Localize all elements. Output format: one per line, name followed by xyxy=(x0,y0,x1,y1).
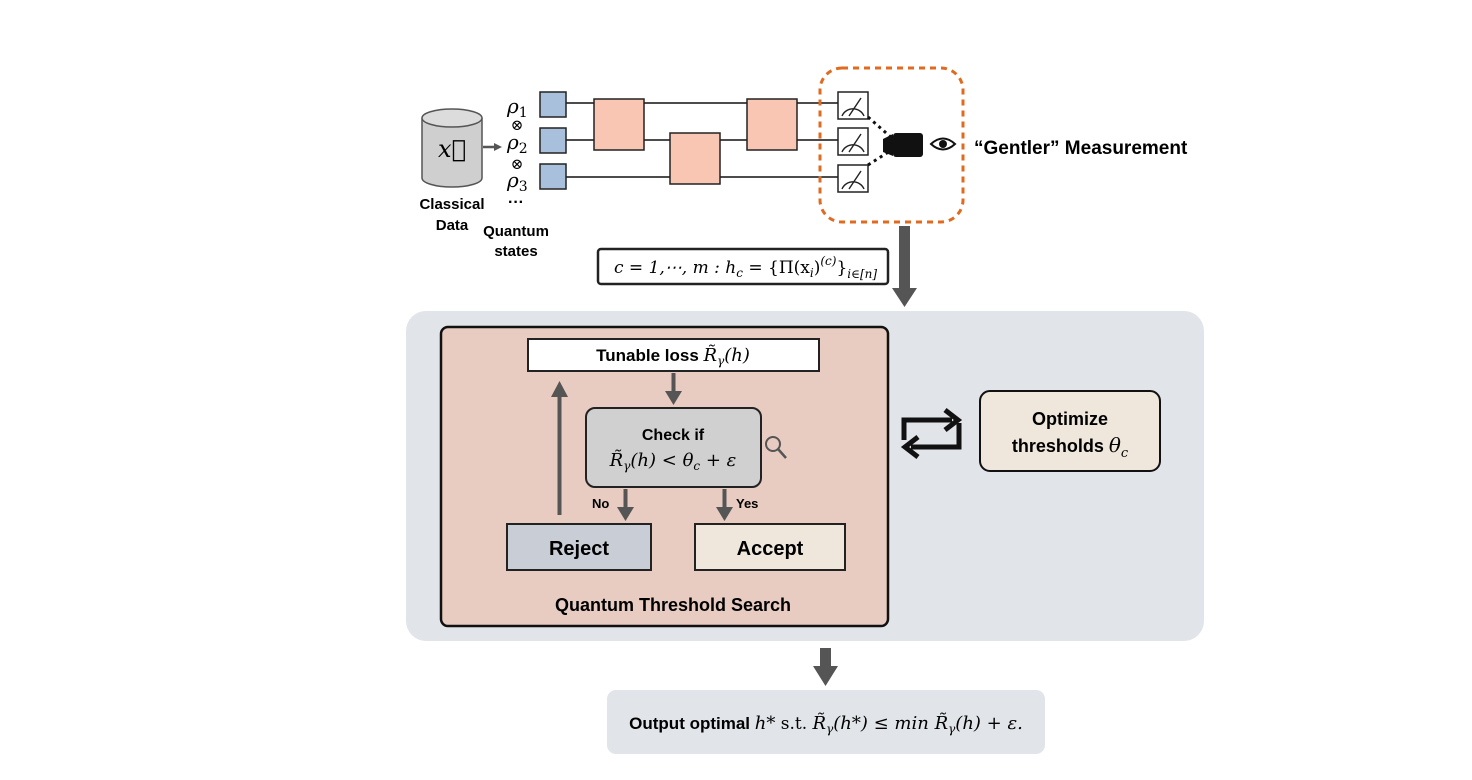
tensor-symbol-2: ⊗ xyxy=(511,155,524,173)
loop-arrows-icon xyxy=(900,408,963,459)
quantum-states-label: Quantum xyxy=(483,223,549,240)
accept-label: Accept xyxy=(737,538,804,560)
gentler-measurement-label: “Gentler” Measurement xyxy=(974,138,1188,159)
svg-text:ρ2: ρ2 xyxy=(506,130,528,157)
flow-arrow-to-output xyxy=(813,648,838,686)
svg-text:thresholds θc: thresholds θc xyxy=(1012,433,1129,461)
optimize-label-line2: thresholds θc xyxy=(1012,433,1129,461)
eye-icon xyxy=(929,137,957,151)
rho-3-label: ρ3 xyxy=(506,168,528,195)
gate-3 xyxy=(746,98,798,151)
gate-1 xyxy=(593,98,645,151)
svg-text:c = 1,⋯, m : hc = {Π(xi)(c)}i∈: c = 1,⋯, m : hc = {Π(xi)(c)}i∈[n] xyxy=(614,254,877,281)
gentler-measurement-region xyxy=(818,66,965,224)
optimize-thresholds-box xyxy=(979,390,1161,472)
magnifier-icon xyxy=(765,436,787,459)
svg-text:R̃γ(h) < θc + ε: R̃γ(h) < θc + ε xyxy=(609,449,737,473)
meter-icon-2 xyxy=(837,127,869,156)
tensor-symbol-1: ⊗ xyxy=(511,116,524,134)
arrow-no xyxy=(617,489,634,521)
tunable-loss-label: Tunable loss R̃γ(h) xyxy=(596,344,750,368)
output-statement: Output optimal h* s.t. R̃γ(h*) ≤ min R̃γ… xyxy=(629,712,1023,736)
meter-icon-1 xyxy=(837,91,869,120)
quantum-threshold-search-title: Quantum Threshold Search xyxy=(555,595,791,615)
no-label: No xyxy=(592,496,609,511)
svg-text:ρ3: ρ3 xyxy=(506,168,528,195)
yes-label: Yes xyxy=(736,496,758,511)
tunable-loss-box xyxy=(527,338,820,372)
hypotheses-formula-box xyxy=(596,247,890,286)
rho-2-label: ρ2 xyxy=(506,130,528,157)
quantum-states-label-line2: states xyxy=(494,243,537,260)
rho-1-label: ρ1 xyxy=(506,94,528,121)
observation-dotted-lines xyxy=(867,115,894,167)
optimize-label-line1: Optimize xyxy=(1032,409,1108,429)
output-box xyxy=(607,690,1045,754)
svg-text:Output optimal h* s.t. R̃γ(h*): Output optimal h* s.t. R̃γ(h*) ≤ min R̃γ… xyxy=(629,712,1023,736)
state-box-2 xyxy=(539,127,567,154)
reject-label: Reject xyxy=(549,538,609,560)
arrow-reject-feedback xyxy=(551,381,568,515)
check-if-label: Check if xyxy=(642,427,705,444)
gate-2 xyxy=(669,132,721,185)
accept-box xyxy=(694,523,846,571)
camera-icon xyxy=(883,133,923,157)
check-condition-box xyxy=(585,407,762,488)
hypotheses-formula: c = 1,⋯, m : hc = {Π(xi)(c)}i∈[n] xyxy=(614,254,877,281)
classical-data-cylinder-icon xyxy=(421,108,483,188)
svg-text:ρ1: ρ1 xyxy=(506,94,528,121)
states-ellipsis: ··· xyxy=(508,194,524,211)
classical-data-label: Classical xyxy=(419,196,484,213)
vector-x-symbol: x⃗ xyxy=(438,135,466,163)
state-box-3 xyxy=(539,163,567,190)
meter-icon-3 xyxy=(837,164,869,193)
state-box-1 xyxy=(539,91,567,118)
arrow-yes xyxy=(716,489,733,521)
reject-box xyxy=(506,523,652,571)
check-condition-formula: R̃γ(h) < θc + ε xyxy=(609,449,737,473)
arrow-loss-to-check xyxy=(665,373,682,405)
classical-data-label-line2: Data xyxy=(436,217,469,234)
svg-text:Tunable loss R̃γ(h): Tunable loss R̃γ(h) xyxy=(596,344,750,368)
flow-arrow-to-search xyxy=(892,226,917,307)
